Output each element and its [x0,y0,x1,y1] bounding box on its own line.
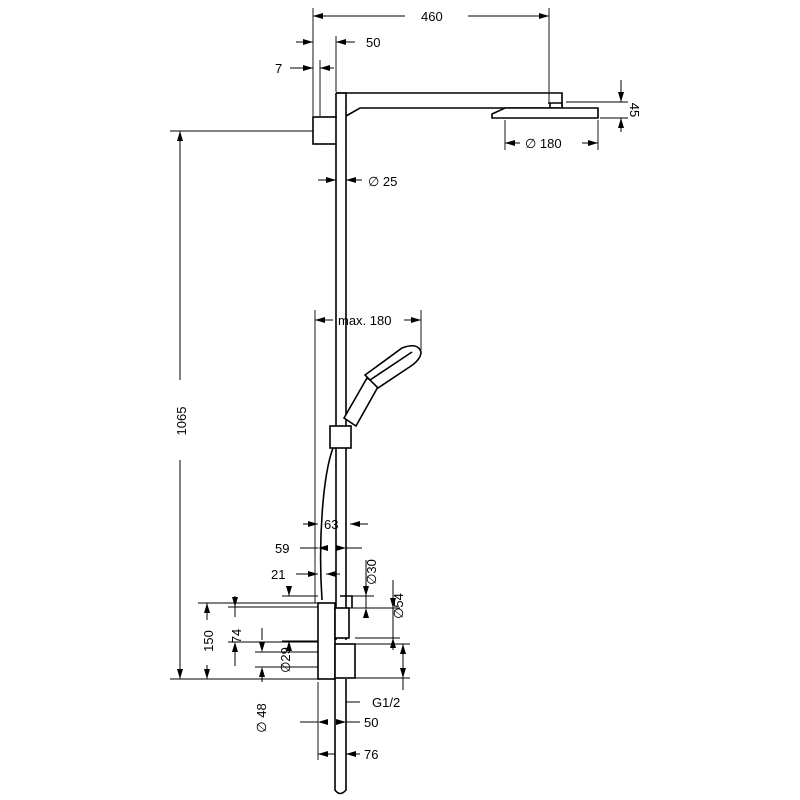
arrow-59b [336,545,346,551]
ext-max180 [314,310,422,603]
arrow-460-l [313,13,323,19]
arrow-25b [346,177,356,183]
arrow-150a [204,603,210,613]
label-mixer-height: 150 [201,630,216,652]
label-outlet-diameter: ∅30 [364,559,379,585]
label-outlet-offset: 21 [271,567,285,582]
arrow-74b [232,642,238,652]
label-hose-spacing: 63 [324,517,338,532]
supply-pipe [334,679,347,795]
label-mixer-diameter: ∅54 [391,593,406,619]
mixer-body [317,602,336,680]
arrow-max180a [315,317,325,323]
hand-shower-head [363,344,422,390]
arrow-21a [308,571,318,577]
dimension-labels: 460 50 7 45 ∅ 180 ∅ 25 max. 180 1065 63 … [174,9,642,762]
label-mixer-mid: 74 [229,629,244,643]
arrow-50b [336,39,346,45]
arrow-48b [286,641,292,651]
ext-48 [282,595,318,642]
ext-460 [312,8,550,116]
label-head-height: 45 [627,103,642,117]
ext-1065 [170,130,318,680]
label-holder-offset: 59 [275,541,289,556]
arrow-29b [259,667,265,677]
label-pipe-offset: 50 [364,715,378,730]
shower-product-outline [312,92,599,795]
arrow-180b [588,140,598,146]
arrow-76b [346,751,356,757]
label-body-diameter: ∅ 48 [254,703,269,732]
ext-74 [228,606,318,643]
arrow-30a [363,586,369,596]
arrow-54b [390,638,396,648]
arrow-g12a [400,644,406,654]
label-hand-shower-reach: max. 180 [338,313,391,328]
arrow-150b [204,669,210,679]
arrow-45a [618,92,624,102]
arrow-48a [286,586,292,596]
hand-shower-face [369,351,413,381]
arrow-63a [308,521,318,527]
arrow-50ba [318,719,328,725]
label-thread: G1/2 [372,695,400,710]
arrow-25a [326,177,336,183]
wall-bracket [312,116,337,145]
mixer-control-upper [334,607,350,639]
arrow-max180b [411,317,421,323]
ext-g12 [355,643,410,679]
ext-45 [566,101,628,119]
label-rail-diameter: ∅ 25 [368,174,397,189]
arrow-460-r [539,13,549,19]
hand-shower-handle [342,376,381,428]
label-arm-offset: 50 [366,35,380,50]
label-bottom-width: 76 [364,747,378,762]
arrow-63b [350,521,360,527]
arrow-29a [259,642,265,652]
top-elbow [335,92,347,144]
hand-shower-hose [319,447,334,601]
label-arm-length: 460 [421,9,443,24]
label-wall-offset: 7 [275,61,282,76]
arrow-g12b [400,668,406,678]
ext-29 [255,651,318,668]
mixer-control-lower [334,643,356,679]
arrow-1065a [177,131,183,141]
arrow-50bb [336,719,346,725]
hand-shower-holder [329,425,352,449]
ext-50-bottom [317,682,347,760]
label-connector-diameter: ∅29 [278,647,293,673]
arrow-76a [318,751,328,757]
overhead-shower-head [491,102,599,119]
arrow-54a [390,598,396,608]
arrow-45b [618,118,624,128]
arrow-50a [303,39,313,45]
label-total-height: 1065 [174,407,189,436]
arrow-30b [363,608,369,618]
arrow-180a [505,140,515,146]
riser-rail [335,144,347,640]
dimension-lines [170,8,628,760]
label-head-diameter: ∅ 180 [525,136,562,151]
arrow-21b [326,571,336,577]
arrow-7b [320,65,330,71]
arrow-74a [232,597,238,607]
ext-180-head [504,120,599,150]
arrow-7a [303,65,313,71]
arrow-59a [318,545,328,551]
arrow-1065b [177,669,183,679]
